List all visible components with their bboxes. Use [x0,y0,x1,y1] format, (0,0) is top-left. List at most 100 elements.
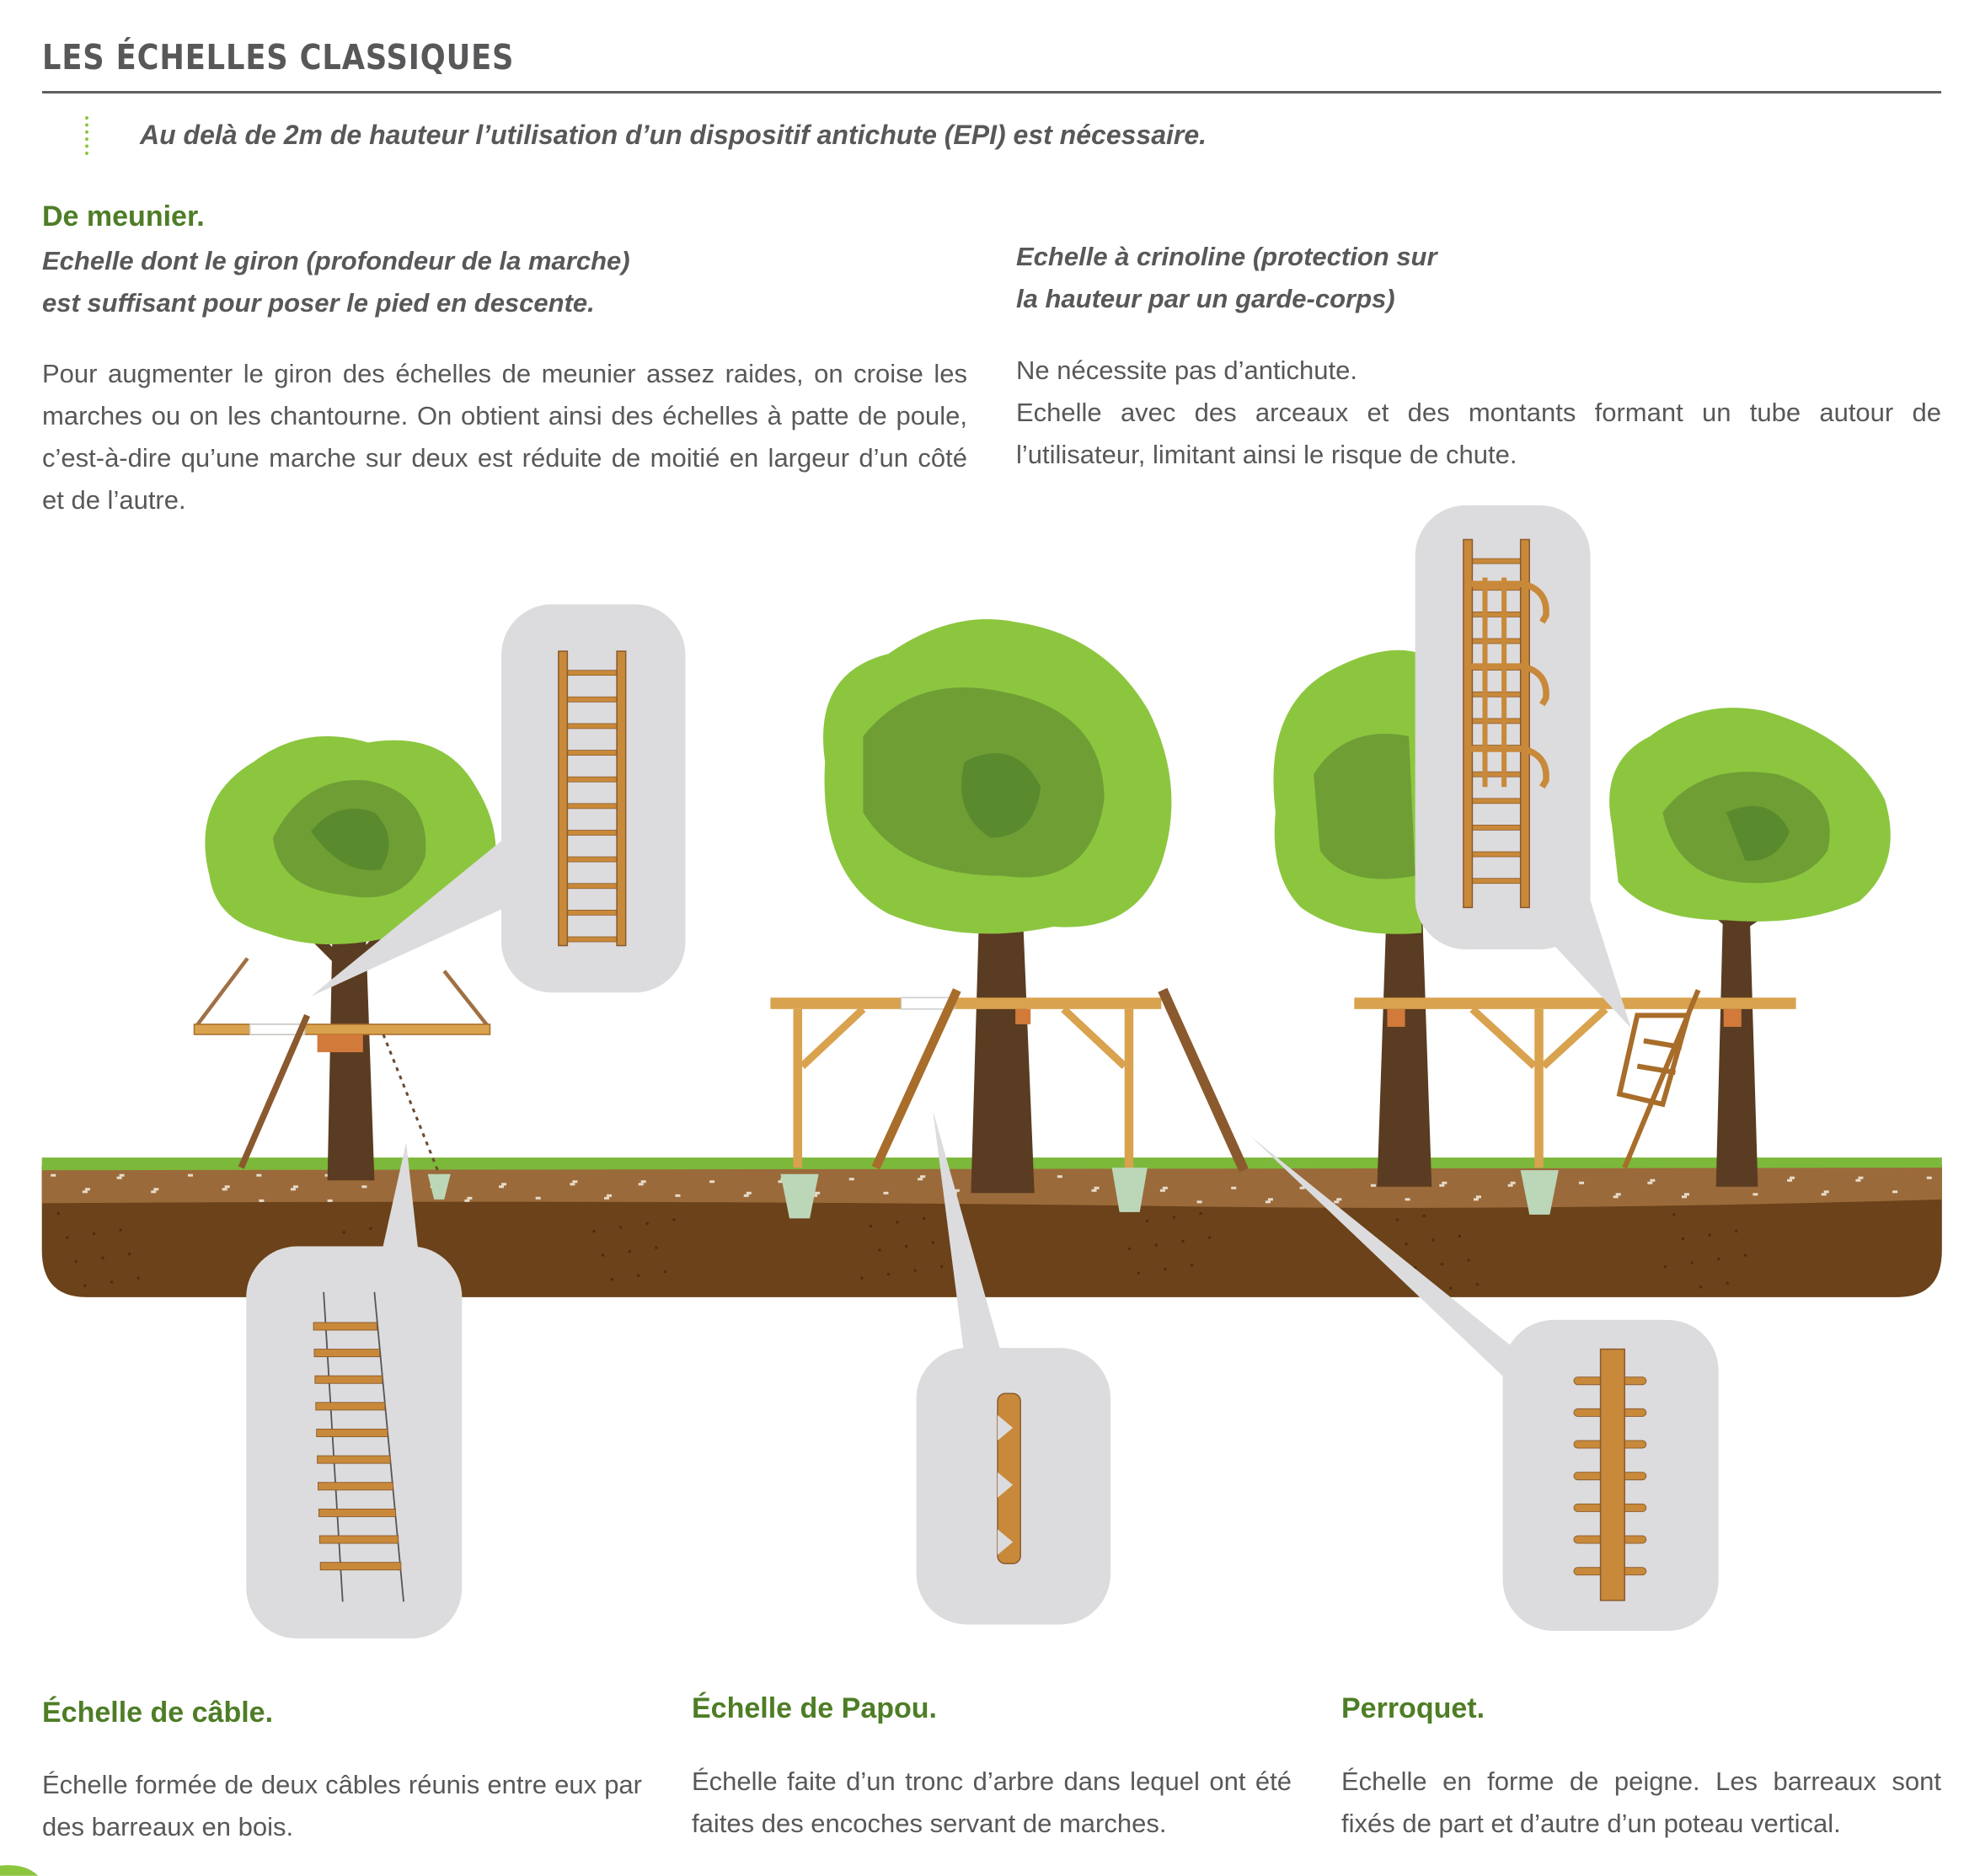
speck [56,1211,60,1215]
pebble [361,1185,367,1189]
pebble [1647,1181,1653,1184]
papou-ladder-detail [997,1392,1021,1564]
pebble [1613,1195,1619,1199]
speck [1458,1235,1461,1238]
pebble [1615,1193,1621,1196]
pebble [848,1178,854,1181]
pebble [1094,1186,1100,1189]
pebble [1510,1181,1516,1184]
rung [314,1375,383,1384]
speck [860,1276,864,1280]
rail [1519,538,1530,909]
crinoline-ladder-detail [1463,538,1549,909]
callout-meunier [311,604,686,997]
meunier-ladder-detail [558,650,627,947]
pebble [1475,1195,1481,1199]
pebble [119,1173,125,1177]
cable-ladder-detail [313,1291,404,1602]
rung [1469,851,1524,858]
tree-2 [823,619,1172,1194]
pebble [464,1199,470,1202]
pebble [709,1180,715,1184]
pebble [1265,1200,1271,1204]
pebble [778,1180,784,1184]
speck [1735,1229,1738,1232]
speck [119,1228,122,1232]
pebble [84,1188,90,1191]
tree-3 [1273,649,1432,1187]
pebble [82,1190,88,1194]
pebble [1334,1200,1340,1204]
pebble [1473,1198,1479,1201]
pebble [324,1173,330,1177]
pebble [572,1180,578,1184]
speck [342,1231,345,1234]
rung [564,723,622,730]
speck [136,1276,140,1280]
speck [1181,1240,1185,1243]
crinoline-text: Ne nécessite pas d’antichute. Echelle av… [1016,350,1941,476]
rung [564,670,622,676]
meunier-subtitle-line: est suffisant pour poser le pied en desc… [42,288,595,318]
pebble [607,1194,613,1197]
meunier-heading: De meunier. [42,200,205,232]
rung [564,696,622,703]
crinoline-text-line: Ne nécessite pas d’antichute. [1016,355,1357,385]
platform-2 [770,987,1249,1219]
speck [74,1260,78,1264]
pebble [1858,1176,1864,1179]
pebble [327,1199,333,1202]
speck [592,1229,596,1232]
speck [1191,1264,1194,1267]
speck [1431,1238,1435,1242]
speck [1208,1236,1212,1239]
pebble [1442,1181,1448,1184]
pebble [1821,1193,1827,1196]
pebble [675,1194,681,1197]
rung [564,830,622,836]
speck [1449,1286,1453,1290]
speck [923,1216,926,1220]
pebble [743,1194,749,1197]
pebble [954,1189,960,1192]
pebble [1855,1179,1861,1182]
speck [1663,1265,1667,1269]
speck [655,1246,658,1249]
pebble [1926,1176,1932,1179]
speck [869,1224,872,1227]
speck [1414,1266,1417,1269]
rung [1469,878,1524,885]
rail [1463,538,1474,909]
post [1599,1348,1625,1601]
speck [1690,1261,1694,1264]
crinoline-subtitle-line: Echelle à crinoline (protection sur [1016,242,1437,271]
rung [564,776,622,783]
pebble [256,1173,262,1177]
platform-1 [193,957,491,1200]
perroquet-ladder-detail [1573,1348,1647,1601]
hoop [1468,746,1549,789]
callout-cable [246,1142,463,1639]
pebble [1507,1184,1513,1187]
speck [602,1253,605,1257]
pebble [222,1188,227,1191]
pebble [259,1199,265,1202]
pebble [1299,1186,1305,1189]
rung [319,1562,402,1571]
speck [1422,1214,1426,1217]
speck [1172,1216,1175,1219]
pebble [1787,1179,1793,1182]
speck [878,1248,881,1252]
pebble [1231,1186,1237,1189]
pebble [1091,1189,1097,1192]
speck [628,1250,631,1253]
speck [672,1218,676,1221]
speck [619,1226,623,1229]
pebble [151,1190,157,1194]
pebble [1267,1198,1273,1201]
pebble [187,1173,193,1177]
perroquet-heading: Perroquet. [1341,1692,1485,1724]
pebble [224,1185,230,1189]
papou-text: Échelle faite d’un tronc d’arbre dans le… [692,1766,1292,1838]
pebble [1681,1195,1688,1199]
